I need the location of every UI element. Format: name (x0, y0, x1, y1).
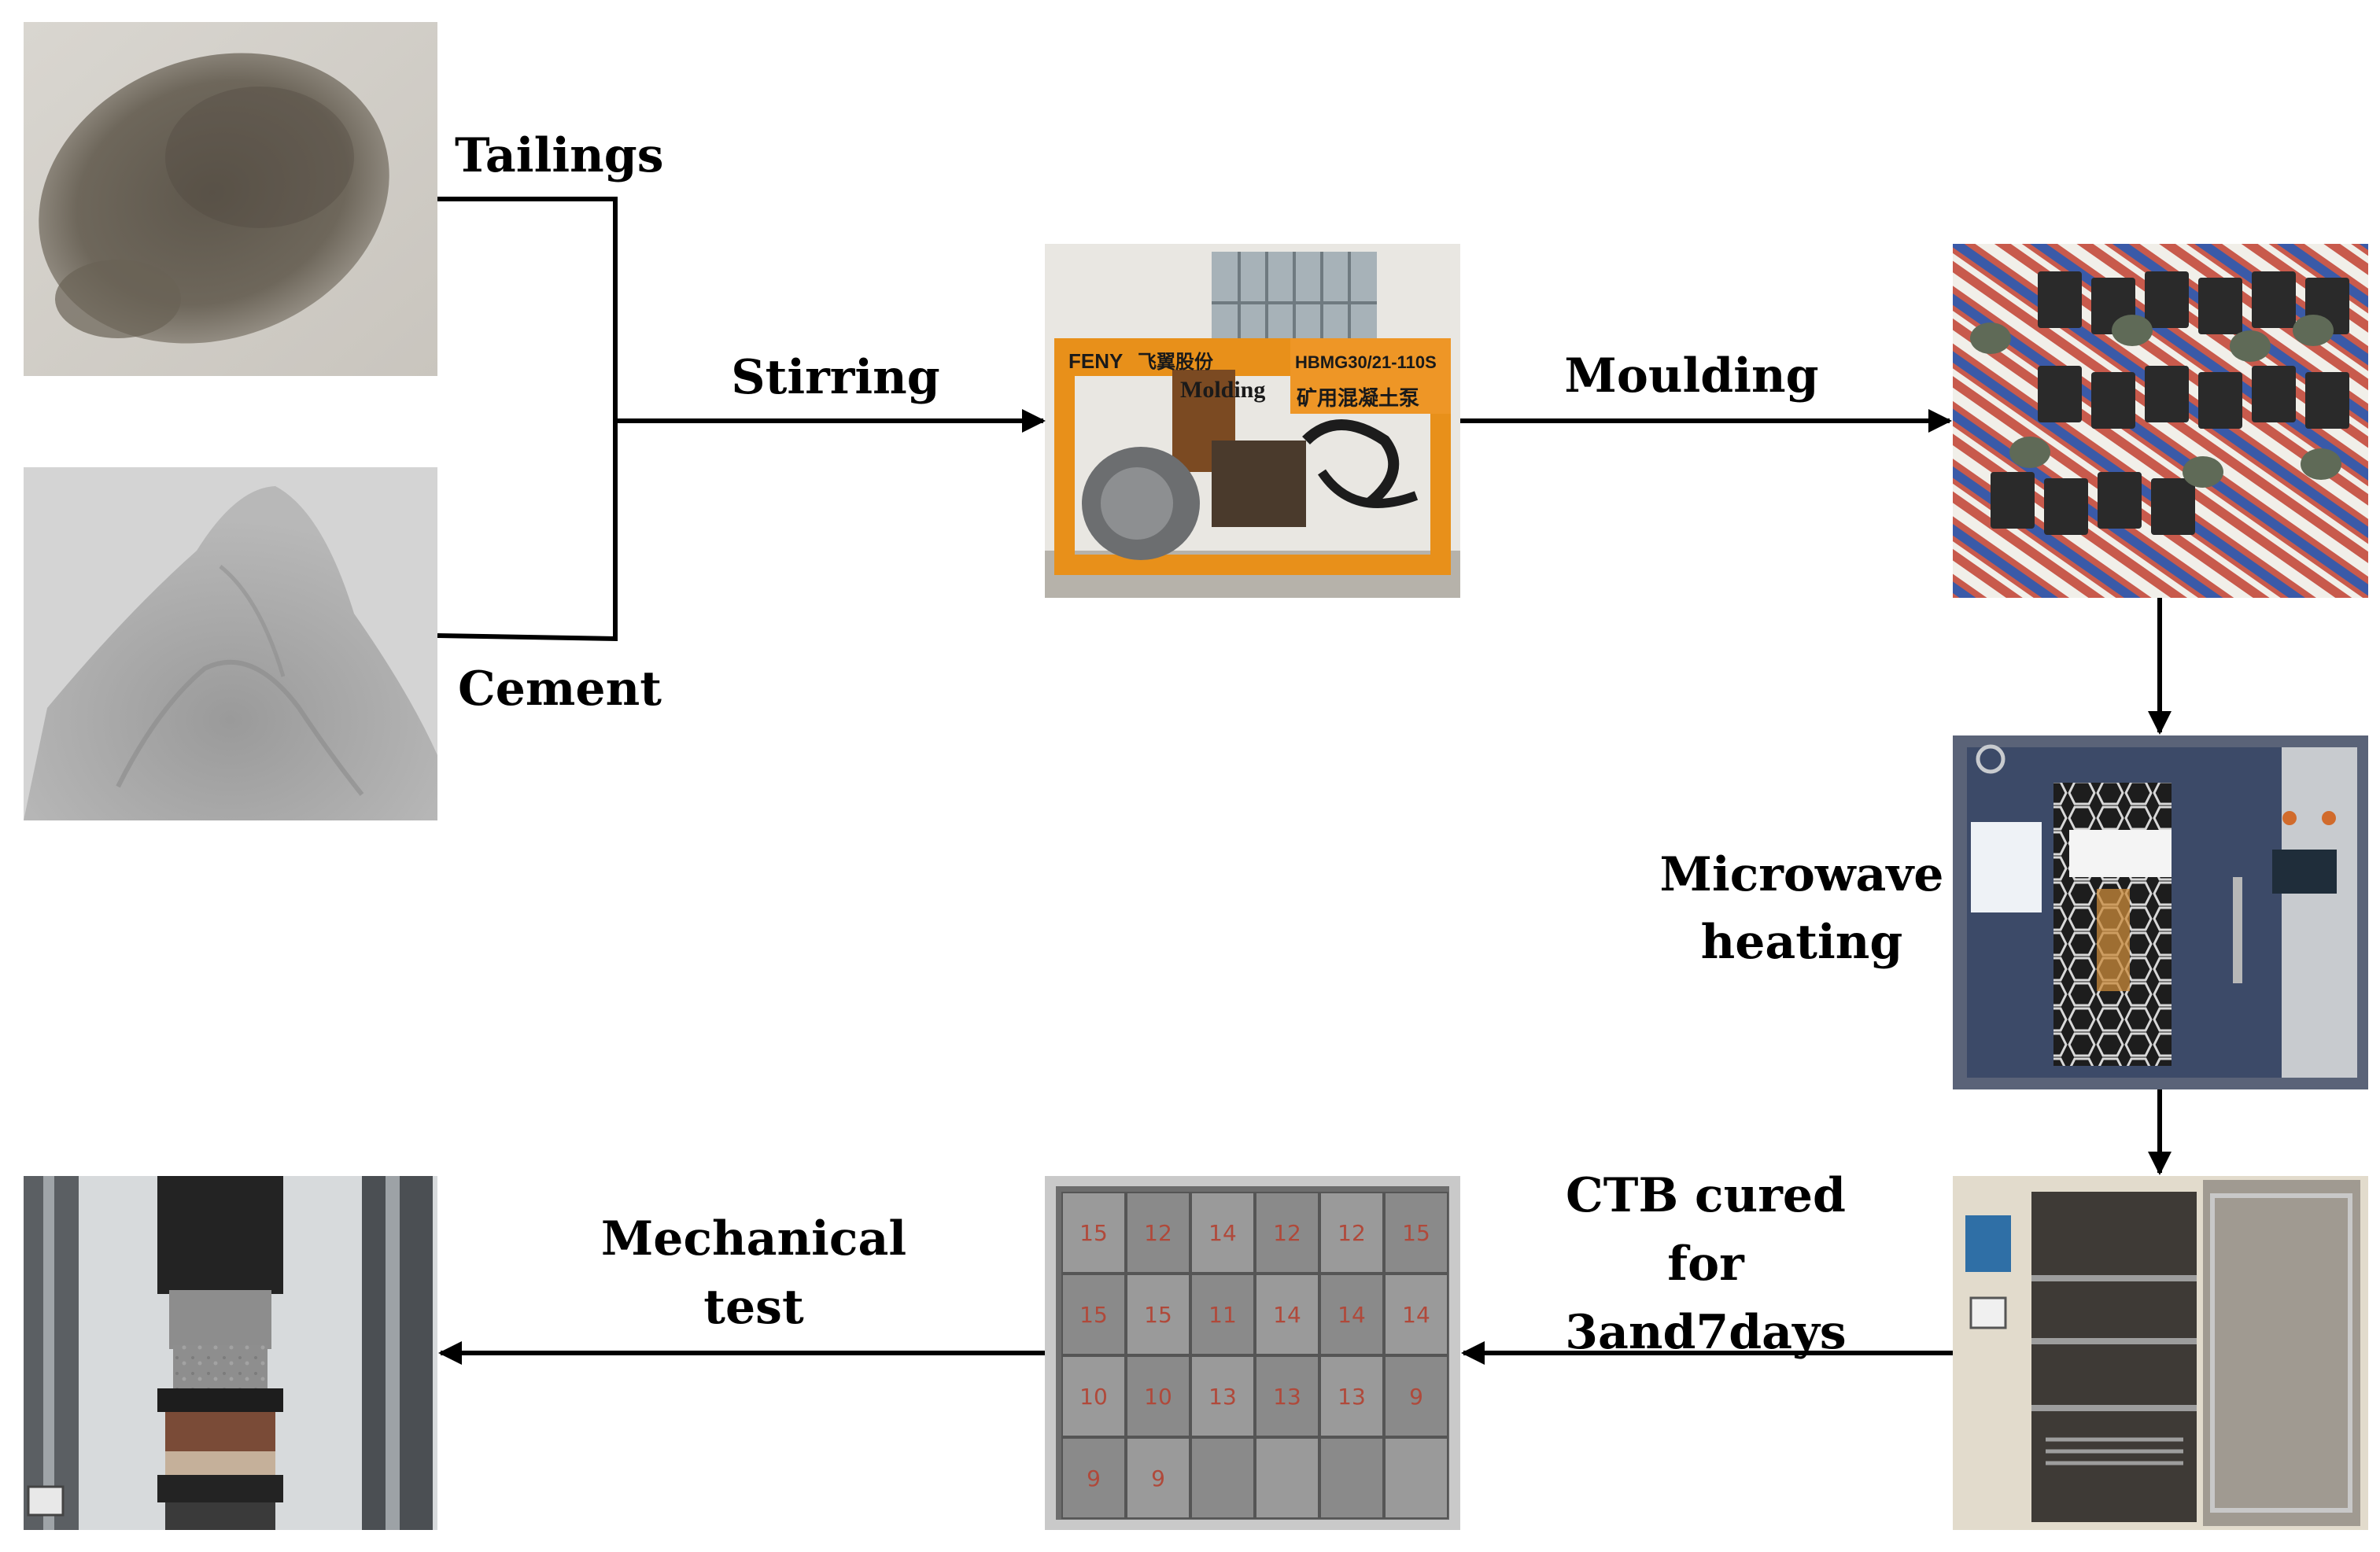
mould-bowl (2112, 315, 2153, 346)
mould-block (2198, 372, 2242, 429)
specimen-mark: 11 (1208, 1302, 1237, 1328)
mould-block (2038, 366, 2082, 422)
specimen-cube: 12 (1255, 1192, 1319, 1274)
cured-specimens-photo: 15 12 14 12 12 15 15 15 11 14 14 14 10 10 13 13 13 9 9 9 (1045, 1176, 1460, 1530)
pump-brand: FENY (1068, 349, 1123, 373)
label-cement: Cement (458, 662, 662, 717)
label-cured-line3: 3and7days (1565, 1305, 1846, 1360)
mould-block (2305, 372, 2349, 429)
mould-bowl (2301, 448, 2341, 480)
label-moulding: Moulding (1564, 348, 1818, 404)
specimen-cube: 14 (1319, 1274, 1384, 1355)
specimen-cube: 14 (1255, 1274, 1319, 1355)
specimen-mark: 9 (1409, 1384, 1423, 1410)
specimen-mark: 15 (1144, 1302, 1172, 1328)
label-mechanical-line1: Mechanical (601, 1211, 906, 1266)
specimen-mark: 9 (1087, 1465, 1101, 1491)
specimen-mark: 12 (1273, 1220, 1301, 1246)
specimen-mark: 14 (1338, 1302, 1366, 1328)
mechanical-test-photo (24, 1176, 437, 1530)
pump-cn-label: 矿用混凝土泵 (1297, 386, 1419, 411)
curing-chamber-photo (1953, 1176, 2368, 1530)
specimen-mark: 14 (1208, 1220, 1237, 1246)
label-cured-line2: for (1667, 1237, 1745, 1292)
specimen-cube: 13 (1190, 1355, 1255, 1437)
label-microwave-line2: heating (1701, 915, 1903, 970)
specimen-cube (1319, 1437, 1384, 1519)
specimen-cube: 11 (1190, 1274, 1255, 1355)
connectors (437, 197, 2172, 1365)
label-microwave-line1: Microwave (1660, 847, 1944, 902)
specimen-mark: 10 (1144, 1384, 1172, 1410)
mould-block (2145, 366, 2189, 422)
pump-brand-cn: 飞翼股份 (1138, 351, 1214, 373)
mould-block (2252, 366, 2296, 422)
specimen-cube: 14 (1384, 1274, 1448, 1355)
mould-block (2252, 271, 2296, 328)
mould-block (1991, 472, 2035, 529)
specimen-mark: 15 (1079, 1220, 1108, 1246)
specimen-mark: 9 (1151, 1465, 1165, 1491)
cement-photo (24, 467, 437, 820)
moulding-photo (1953, 244, 2368, 598)
specimen-cube (1384, 1437, 1448, 1519)
mould-block (2145, 271, 2189, 328)
mould-block (2091, 372, 2135, 429)
mould-bowl (2230, 330, 2271, 362)
specimen-mark: 12 (1144, 1220, 1172, 1246)
specimen-cube: 15 (1384, 1192, 1448, 1274)
specimen-mark: 12 (1338, 1220, 1366, 1246)
mould-bowl (2009, 437, 2050, 468)
specimen-mark: 15 (1402, 1220, 1430, 1246)
specimen-mark: 14 (1402, 1302, 1430, 1328)
tailings-photo (24, 22, 437, 376)
pump-overlay-text: Molding (1180, 377, 1265, 403)
specimen-cube: 13 (1255, 1355, 1319, 1437)
specimen-mark: 15 (1079, 1302, 1108, 1328)
label-mechanical-line2: test (703, 1280, 804, 1335)
label-stirring: Stirring (731, 350, 939, 405)
mould-block (2038, 271, 2082, 328)
specimen-cube: 15 (1061, 1274, 1126, 1355)
specimen-mark: 10 (1079, 1384, 1108, 1410)
mould-bowl (1970, 323, 2011, 354)
stirring-machine-photo: FENY 飞翼股份 HBMG30/21-110S Molding 矿用混凝土泵 (1045, 244, 1460, 598)
specimen-mark: 13 (1338, 1384, 1366, 1410)
tailings-connector (437, 197, 618, 421)
mould-block (2098, 472, 2142, 529)
specimen-cube: 9 (1061, 1437, 1126, 1519)
specimen-cube: 15 (1126, 1274, 1190, 1355)
specimen-cube: 10 (1126, 1355, 1190, 1437)
microwave-oven-photo (1953, 735, 2368, 1089)
mould-block (2044, 478, 2088, 535)
specimen-cube: 9 (1384, 1355, 1448, 1437)
specimen-cube: 10 (1061, 1355, 1126, 1437)
pump-model: HBMG30/21-110S (1295, 352, 1437, 372)
mould-bowl (2183, 456, 2223, 488)
specimen-mark: 14 (1273, 1302, 1301, 1328)
mould-block (2151, 478, 2195, 535)
cement-connector (437, 421, 618, 642)
specimen-cube: 9 (1126, 1437, 1190, 1519)
specimen-cube: 15 (1061, 1192, 1126, 1274)
specimen-mark: 13 (1273, 1384, 1301, 1410)
label-cured-line1: CTB cured (1566, 1168, 1846, 1223)
label-tailings: Tailings (455, 128, 664, 183)
specimen-mark: 13 (1208, 1384, 1237, 1410)
specimen-cube (1190, 1437, 1255, 1519)
specimen-cube: 14 (1190, 1192, 1255, 1274)
mould-bowl (2293, 315, 2334, 346)
specimen-cube: 13 (1319, 1355, 1384, 1437)
specimen-cube: 12 (1319, 1192, 1384, 1274)
mould-block (2198, 278, 2242, 334)
specimen-cube: 12 (1126, 1192, 1190, 1274)
specimen-cube (1255, 1437, 1319, 1519)
